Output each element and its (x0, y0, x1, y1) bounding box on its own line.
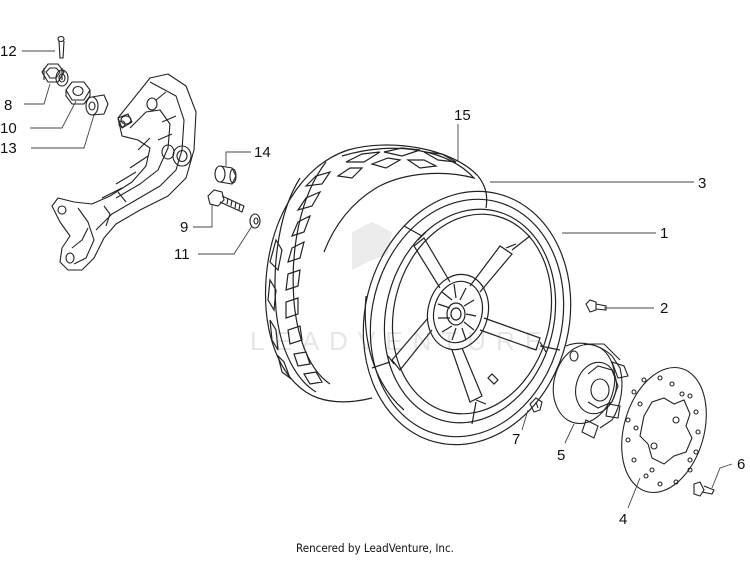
wheel-rim-1 (362, 190, 572, 446)
callout-13: 13 (0, 140, 17, 157)
callout-12: 12 (0, 43, 17, 60)
brake-hub-flange-5 (552, 342, 629, 439)
callout-5: 5 (557, 447, 565, 464)
callout-9: 9 (180, 219, 188, 236)
washer-11 (249, 213, 261, 229)
callout-10: 10 (0, 120, 17, 137)
pin-12 (57, 35, 65, 59)
spacer-13 (85, 94, 109, 116)
swingarm-bracket (51, 73, 197, 271)
washer (55, 69, 69, 87)
watermark-text: LEADVENTURE (250, 326, 552, 356)
callout-14: 14 (254, 144, 271, 161)
nut-10 (65, 81, 91, 105)
callout-2: 2 (660, 300, 668, 317)
render-credit: Rencered by LeadVenture, Inc. (296, 541, 454, 555)
callout-3: 3 (698, 175, 706, 192)
callout-4: 4 (619, 511, 627, 528)
nut-8 (41, 63, 65, 83)
tire-15 (264, 144, 488, 403)
callout-11: 11 (174, 246, 190, 263)
spacer-14 (214, 165, 237, 185)
bolt-7 (529, 397, 543, 413)
bolt-6 (693, 481, 715, 497)
callout-1: 1 (660, 225, 668, 242)
callout-15: 15 (454, 107, 471, 124)
bolt-2 (585, 299, 607, 313)
callout-labels: 12 8 10 13 14 9 11 15 3 1 2 7 5 6 4 (0, 43, 745, 528)
callout-7: 7 (512, 431, 520, 448)
callout-8: 8 (4, 97, 12, 114)
brake-disc-4 (621, 366, 707, 494)
callout-6: 6 (737, 456, 745, 473)
watermark-logo-icon (352, 222, 392, 270)
leader-lines (22, 50, 733, 509)
bolt-9 (207, 189, 245, 213)
